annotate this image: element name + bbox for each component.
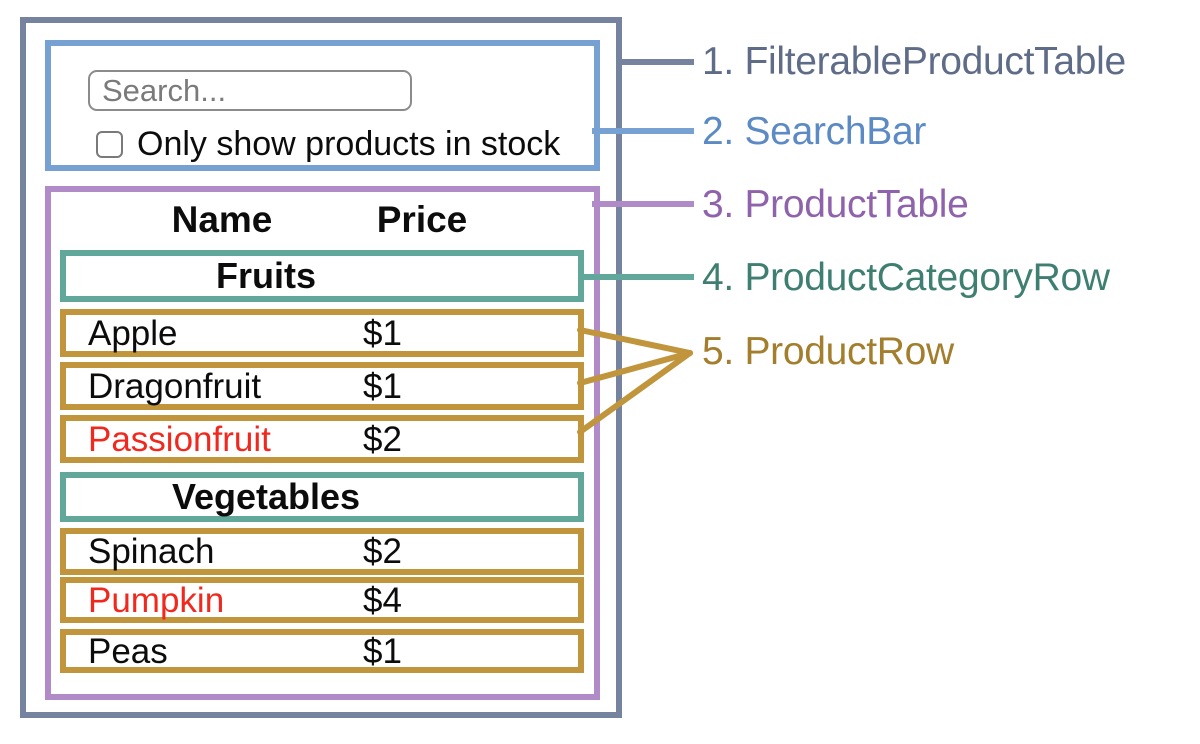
product-price: $1 — [363, 313, 402, 353]
product-price: $2 — [363, 419, 402, 459]
search-input[interactable] — [88, 70, 412, 111]
product-name: Apple — [88, 313, 178, 353]
category-label: Vegetables — [171, 476, 361, 517]
category-row-fruits: Fruits — [60, 250, 584, 302]
product-price: $1 — [363, 631, 402, 671]
product-row-apple: Apple $1 — [60, 309, 584, 357]
product-name: Dragonfruit — [88, 366, 262, 406]
column-header-name: Name — [171, 199, 273, 240]
product-row-peas: Peas $1 — [60, 629, 584, 673]
legend-label-search-bar: 2. SearchBar — [702, 110, 927, 153]
product-price: $2 — [363, 532, 402, 571]
in-stock-checkbox-label: Only show products in stock — [137, 125, 561, 163]
column-header-price: Price — [376, 199, 468, 240]
in-stock-filter: Only show products in stock — [96, 127, 560, 161]
category-row-vegetables: Vegetables — [60, 472, 584, 522]
product-row-passionfruit: Passionfruit $2 — [60, 415, 584, 463]
in-stock-checkbox[interactable] — [96, 130, 123, 158]
legend-label-product-table: 3. ProductTable — [702, 183, 969, 226]
legend-label-product-category-row: 4. ProductCategoryRow — [702, 256, 1110, 299]
product-name: Peas — [88, 631, 168, 671]
product-name: Pumpkin — [88, 580, 225, 620]
product-row-spinach: Spinach $2 — [60, 528, 584, 575]
product-name: Spinach — [88, 532, 215, 571]
product-price: $4 — [363, 580, 402, 620]
product-name: Passionfruit — [88, 419, 271, 459]
category-label: Fruits — [215, 255, 316, 296]
legend-label-product-row: 5. ProductRow — [702, 330, 954, 373]
legend-label-filterable-product-table: 1. FilterableProductTable — [702, 40, 1126, 83]
product-row-dragonfruit: Dragonfruit $1 — [60, 362, 584, 410]
product-row-pumpkin: Pumpkin $4 — [60, 577, 584, 623]
product-price: $1 — [363, 366, 402, 406]
